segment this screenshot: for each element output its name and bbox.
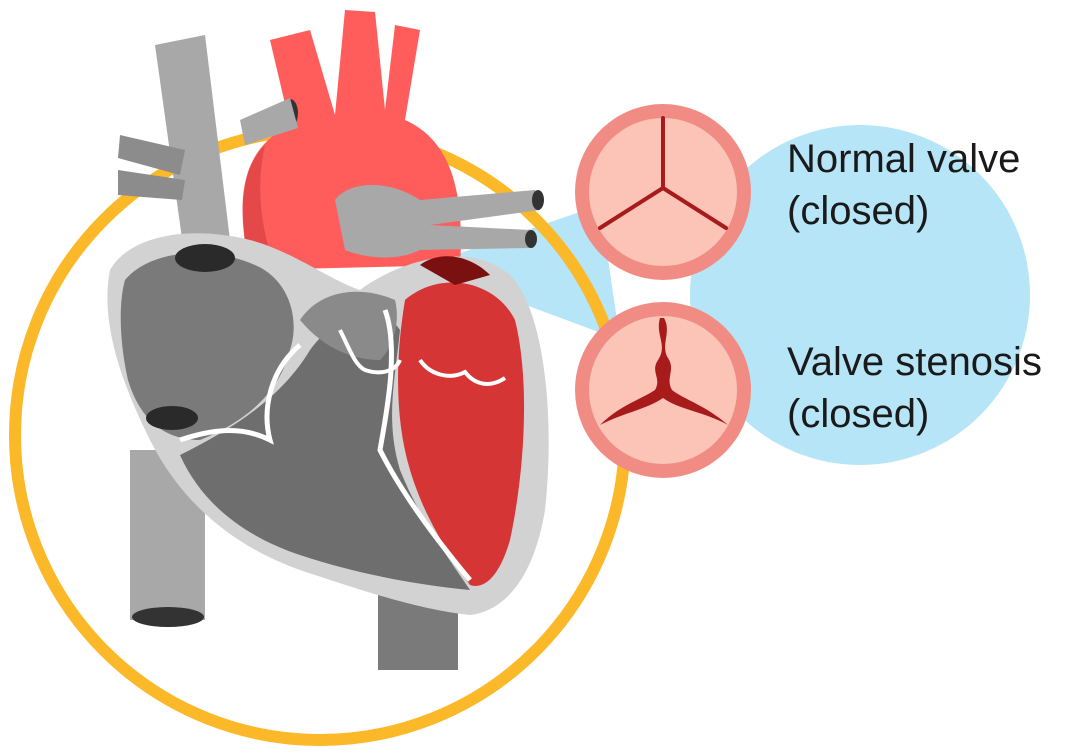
zoom-callout [440, 125, 1030, 465]
superior-vena-cava [155, 35, 230, 260]
stenosis-valve-label: Valve stenosis (closed) [787, 336, 1042, 440]
right-atrium [120, 253, 294, 440]
vein-opening-side [146, 406, 198, 430]
callout-bubble [690, 125, 1030, 465]
callout-beam [440, 205, 620, 340]
normal-valve-commissures [598, 116, 728, 230]
left-atrium-dark [420, 256, 490, 285]
heart-illustration [107, 10, 549, 670]
normal-valve-leaflets [589, 118, 737, 266]
stenosis-valve-icon [575, 302, 751, 478]
left-ventricle [398, 282, 525, 586]
normal-valve-label-line2: (closed) [787, 189, 930, 233]
upper-chamber [300, 291, 397, 360]
vessel-opening-1 [532, 190, 544, 210]
stenosis-valve-label-line2: (closed) [787, 392, 930, 436]
pulmonary-vein-upper [118, 135, 185, 175]
septum-line [377, 309, 472, 582]
normal-valve-icon [575, 104, 751, 280]
pulmonary-vein-lower [118, 170, 185, 200]
svc-branch [240, 98, 298, 145]
right-ventricle [180, 312, 470, 590]
mitral-valve-line [418, 358, 507, 386]
inferior-vena-cava-opening [132, 607, 204, 627]
aortic-arch-shade [242, 145, 275, 270]
vein-opening-top [175, 244, 235, 272]
normal-valve-label: Normal valve (closed) [787, 133, 1020, 237]
tricuspid-valve-line [179, 343, 302, 445]
pulmonary-artery [335, 185, 540, 258]
stenosis-valve-label-line1: Valve stenosis [787, 340, 1042, 384]
stenosis-valve-opening [600, 318, 728, 425]
aortic-valve-line [338, 329, 402, 375]
normal-valve-label-line1: Normal valve [787, 137, 1021, 181]
vessel-opening-2 [525, 230, 537, 248]
